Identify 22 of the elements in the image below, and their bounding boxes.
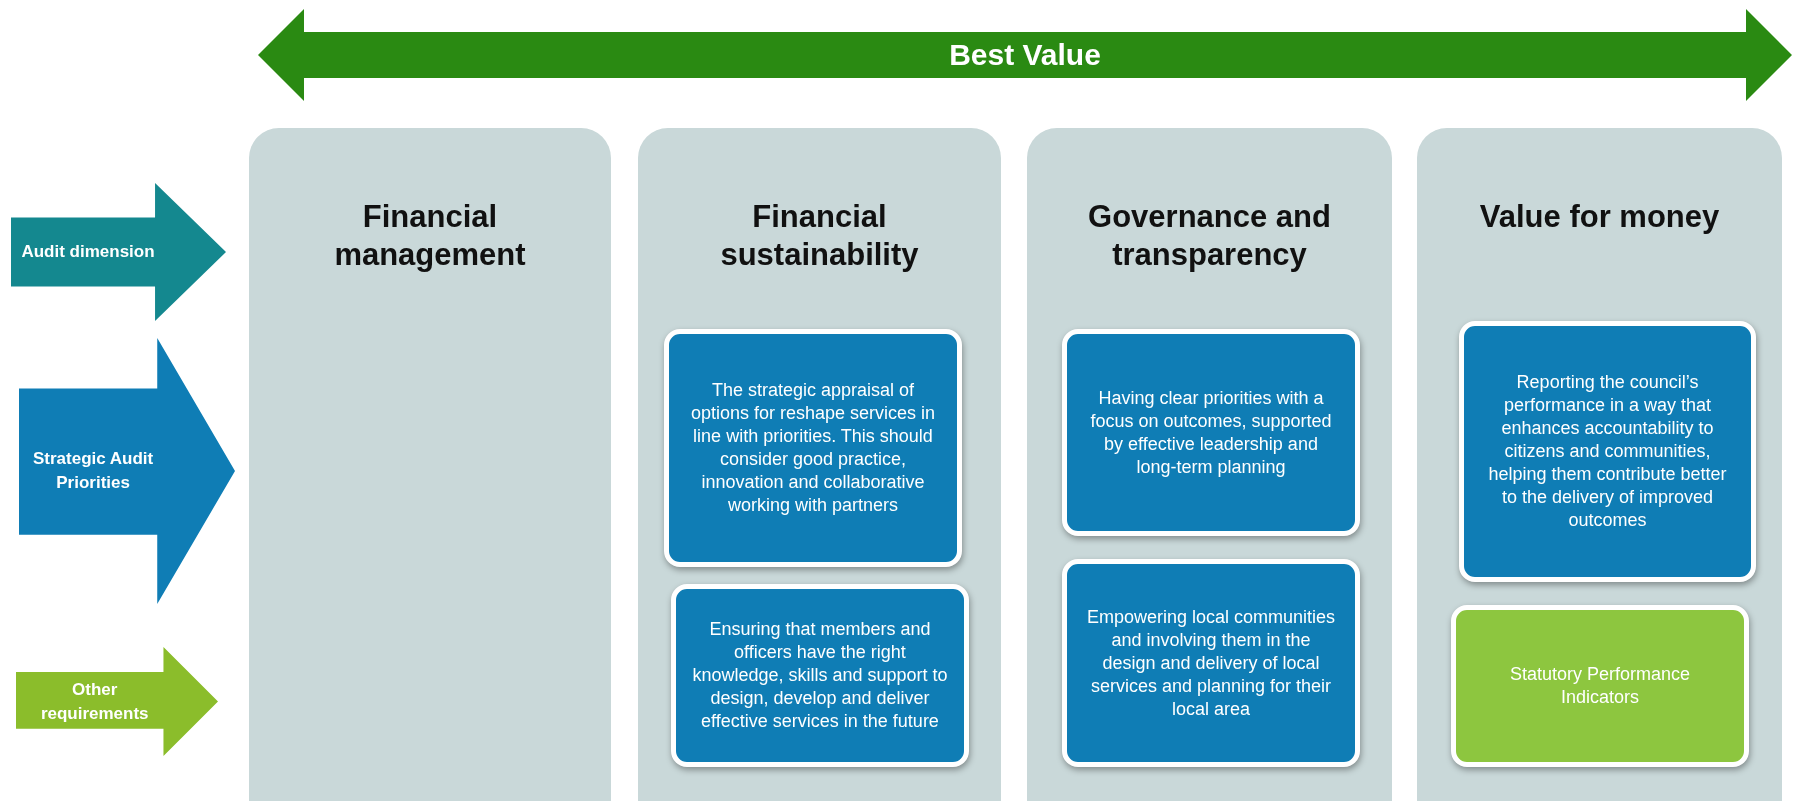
banner-title: Best Value xyxy=(949,37,1101,73)
text-card: Statutory Performance Indicators xyxy=(1451,605,1749,767)
text-card: The strategic appraisal of options for reshape services in line with priorities. This should consider good practice, innovation and collaborative working with partners xyxy=(664,329,962,567)
arrow-shape xyxy=(16,647,218,756)
text-card: Ensuring that members and officers have the right knowledge, skills and support to design, develop and deliver effective services in the future xyxy=(671,584,969,767)
column-panel xyxy=(1417,128,1782,801)
text-card: Having clear priorities with a focus on outcomes, supported by effective leadership and long-term planning xyxy=(1062,329,1360,536)
column-heading: Financial sustainability xyxy=(719,198,920,274)
text-card: Reporting the council’s performance in a way that enhances accountability to citizens and communities, helping them contribute better to the delivery of improved outcomes xyxy=(1459,321,1756,582)
column-panel xyxy=(1027,128,1392,801)
column-panel xyxy=(638,128,1001,801)
arrow-label: Audit dimension xyxy=(21,241,155,263)
column-heading: Value for money xyxy=(1478,198,1721,236)
arrow-shape xyxy=(11,183,226,321)
column-heading: Governance and transparency xyxy=(1087,198,1332,274)
arrow-label: Strategic Audit Priorities xyxy=(31,448,155,494)
column-panel xyxy=(249,128,611,801)
text-card: Empowering local communities and involving them in the design and delivery of local services and planning for their local area xyxy=(1062,559,1360,767)
column-heading: Financial management xyxy=(333,198,527,274)
arrow-label: Other requirements xyxy=(39,678,150,725)
double-arrow-banner xyxy=(258,9,1792,101)
arrow-shape xyxy=(19,338,235,604)
